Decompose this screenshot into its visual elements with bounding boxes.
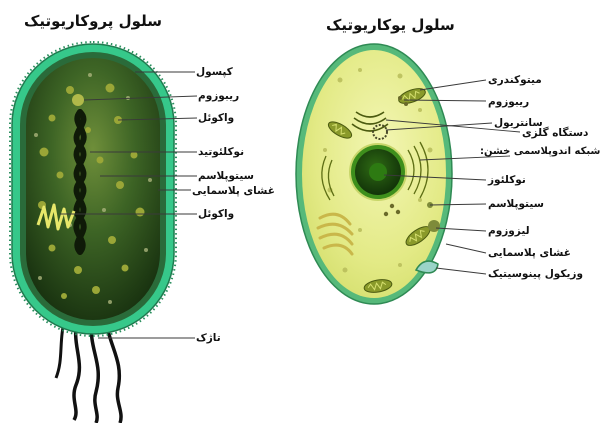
prokaryote-title: سلول پروکاریوتیک [24,12,162,30]
eukaryote-title: سلول یوکاریوتیک [326,16,455,34]
label-capsule: کپسول [196,66,233,78]
label-cytoplasm-euk: سیتوپلاسم [488,198,544,210]
label-smooth-er: شبکه اندوپلاسمی خشن: [480,146,600,158]
label-cytoplasm-pro: سیتوپلاسم [198,170,254,182]
label-plasma-membrane-euk: غشای پلاسمایی [488,247,571,259]
flagellum [106,318,121,423]
cytoplasm-shape [26,58,160,320]
eukaryote-cell [296,44,452,304]
label-golgi: دستگاه گلزی [522,127,588,139]
label-ribosome-euk: ریبوزوم [488,96,529,108]
nucleolus-shape [369,163,387,181]
label-pinocytic-vesicle: وزیکول پینوسیتیک [488,268,583,280]
ribosome-large [72,94,84,106]
label-nucleolus: نوکلئوز [488,174,526,186]
label-nucleoid: نوکلئوتید [198,146,244,158]
label-plasma-membrane-pro: غشای پلاسمایی [192,185,275,197]
label-vacuole-bottom: واکوئل [198,208,234,220]
label-ribosome-pro: ریبوزوم [198,90,239,102]
label-mitochondria: میتوکندری [488,74,542,86]
label-lysosome: لیزوزوم [488,225,530,237]
prokaryote-cell [10,42,176,423]
lysosome-shape [428,220,440,232]
label-vacuole-top: واکوئل [198,112,234,124]
label-flagellum: تاژک [196,332,221,344]
